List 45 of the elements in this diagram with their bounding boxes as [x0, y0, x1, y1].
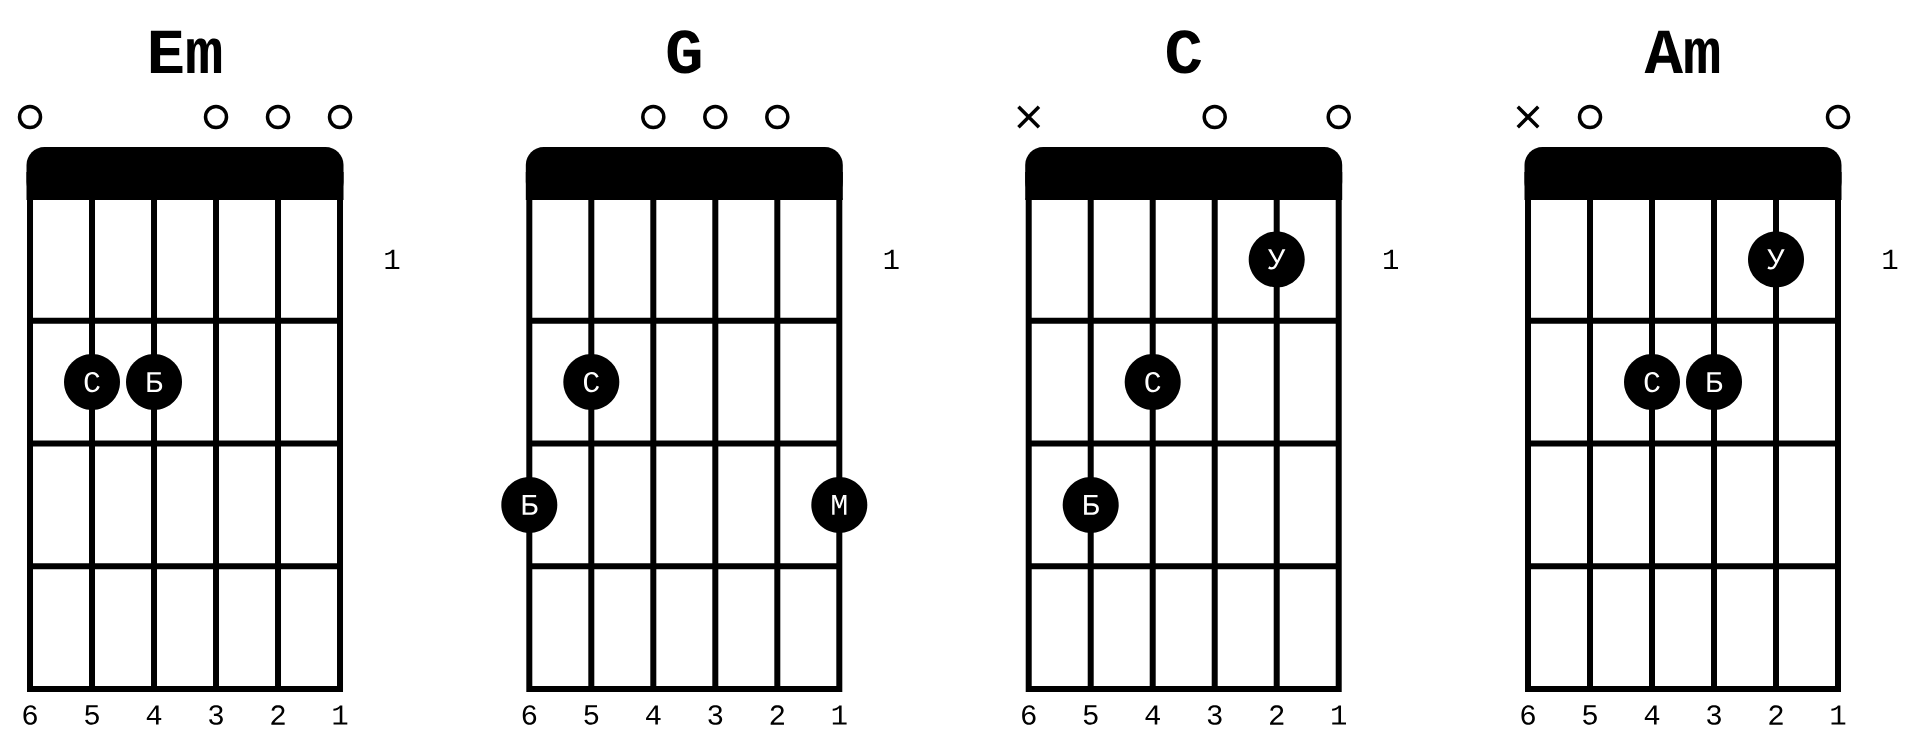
string-number: 6 [1521, 705, 1535, 725]
open-string-marker [1326, 104, 1351, 130]
string-number: 2 [271, 705, 285, 725]
string-number: 5 [85, 705, 99, 725]
string-number: 1 [1831, 705, 1846, 725]
fret-number: 1 [884, 249, 899, 269]
string-number: 4 [1145, 705, 1160, 725]
open-string-marker [1577, 104, 1603, 130]
open-string-marker [765, 104, 790, 130]
muted-string-marker [1016, 105, 1041, 129]
string-number: 6 [522, 705, 537, 725]
open-string-marker [703, 104, 728, 130]
fret-number: 1 [1384, 249, 1398, 269]
string-number: 4 [146, 705, 162, 725]
fret-number: 1 [385, 249, 400, 269]
open-string-marker [1825, 104, 1851, 130]
string-number: 2 [1270, 705, 1284, 725]
open-string-marker [1202, 104, 1227, 130]
open-string-marker [327, 104, 353, 130]
chord-name: Am [1644, 30, 1720, 73]
string-number: 5 [584, 705, 599, 725]
string-number: 6 [23, 705, 37, 725]
string-number: 2 [1769, 705, 1783, 725]
string-number: 5 [1583, 705, 1597, 725]
string-number: 3 [209, 705, 223, 725]
string-number: 4 [1644, 705, 1660, 725]
string-number: 3 [708, 705, 723, 725]
string-number: 3 [1207, 705, 1222, 725]
string-number: 1 [1332, 705, 1346, 725]
open-string-marker [265, 104, 291, 130]
chord-name: C [1167, 30, 1202, 74]
string-number: 6 [1022, 705, 1036, 725]
chord-name: Em [150, 30, 222, 73]
string-number: 4 [646, 705, 661, 725]
open-string-marker [641, 104, 666, 130]
chord-name: G [667, 30, 701, 74]
fret-number: 1 [1883, 249, 1898, 269]
string-number: 1 [832, 705, 847, 725]
open-string-marker [17, 104, 43, 130]
string-number: 2 [770, 705, 784, 725]
open-string-marker [203, 104, 229, 130]
string-number: 1 [333, 705, 348, 725]
string-number: 3 [1707, 705, 1721, 725]
string-number: 5 [1083, 705, 1098, 725]
muted-string-marker [1516, 105, 1540, 129]
